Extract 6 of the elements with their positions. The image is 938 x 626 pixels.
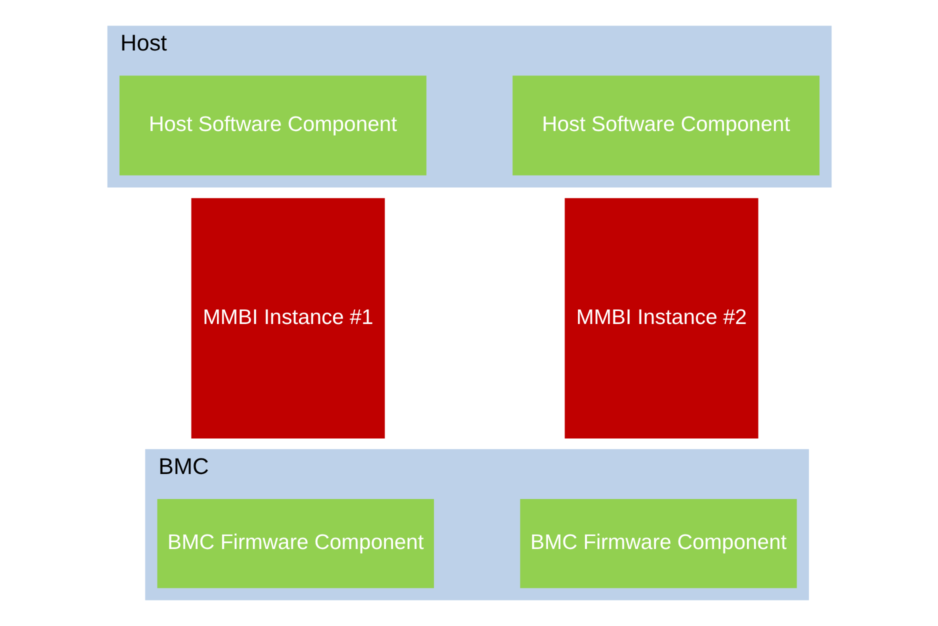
node-box: BMC Firmware Component [156, 498, 434, 588]
node-box: MMBI Instance #1 [190, 198, 384, 438]
node-box: Host Software Component [118, 76, 426, 176]
node-box: Host Software Component [512, 76, 820, 176]
node-box: MMBI Instance #2 [564, 198, 758, 438]
node-box: BMC Firmware Component [520, 498, 796, 588]
